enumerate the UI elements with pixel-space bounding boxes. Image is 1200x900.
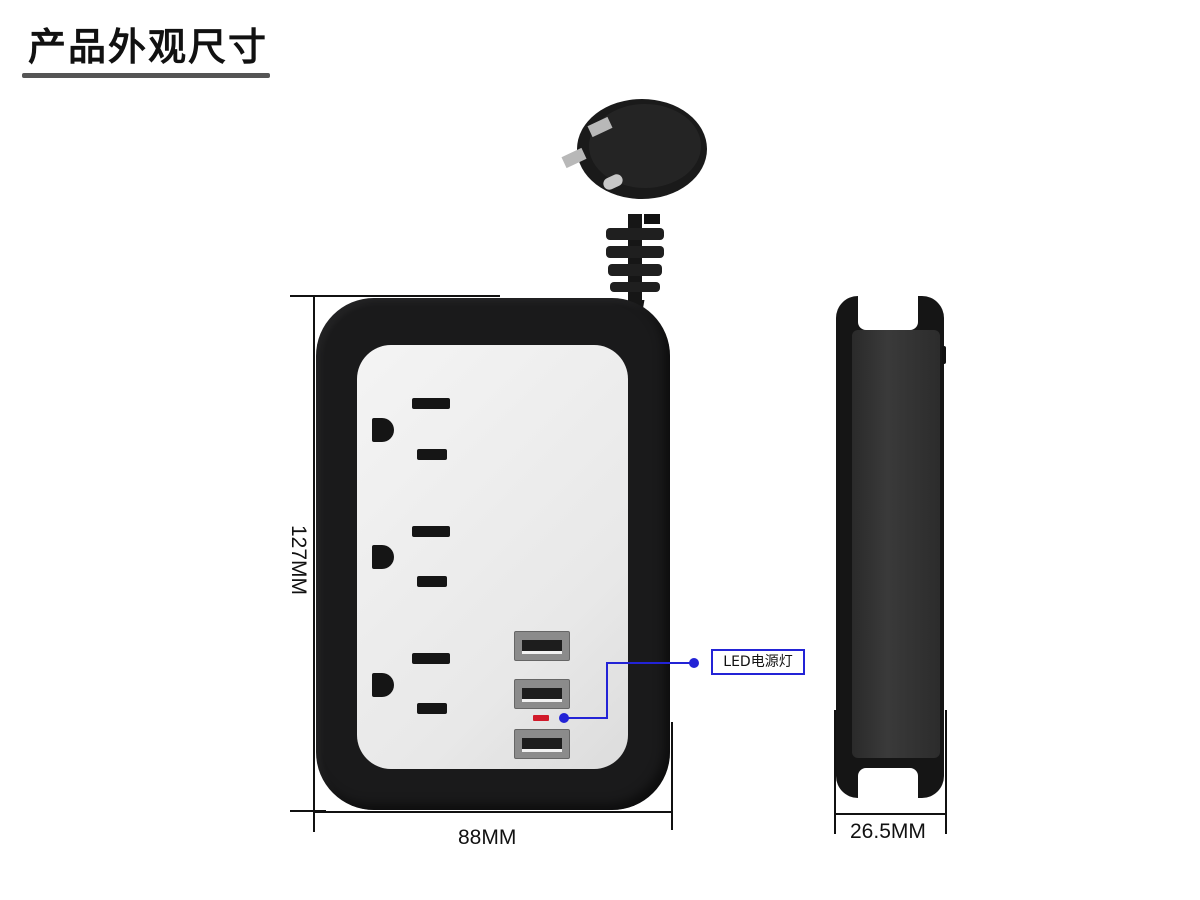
outlet-2-slot-top xyxy=(412,526,450,537)
width-dim-right-tick xyxy=(671,722,673,830)
outlet-3-slot-bottom xyxy=(417,703,447,714)
side-inner-panel xyxy=(852,330,940,758)
callout-line-h1 xyxy=(566,717,608,719)
callout-line-h2 xyxy=(606,662,694,664)
depth-dim-left-tick xyxy=(834,710,836,834)
callout-dot-label xyxy=(689,658,699,668)
height-dimension-label: 127MM xyxy=(287,524,310,596)
power-plug-icon xyxy=(561,99,707,224)
depth-dim-line xyxy=(835,813,947,815)
height-dim-bottom-tick xyxy=(290,810,326,812)
depth-dim-right-tick xyxy=(945,710,947,834)
title-underline xyxy=(22,73,270,78)
width-dimension-label: 88MM xyxy=(458,826,517,849)
outlet-3-slot-top xyxy=(412,653,450,664)
face-plate xyxy=(357,345,628,769)
side-top-notch xyxy=(858,296,918,330)
height-dim-top-tick xyxy=(290,295,500,297)
side-bottom-notch xyxy=(858,768,918,798)
led-callout-label: LED电源灯 xyxy=(711,649,805,675)
outlet-1-ground xyxy=(372,418,394,442)
height-dim-line xyxy=(313,296,315,832)
outlet-2-slot-bottom xyxy=(417,576,447,587)
side-button xyxy=(942,346,946,364)
width-dim-line xyxy=(313,811,673,813)
depth-dimension-label: 26.5MM xyxy=(850,820,926,843)
callout-line-v xyxy=(606,662,608,719)
callout-dot-led xyxy=(559,713,569,723)
outlet-3-ground xyxy=(372,673,394,697)
outlet-1-slot-top xyxy=(412,398,450,409)
outlet-2-ground xyxy=(372,545,394,569)
usb-port-3 xyxy=(514,729,570,759)
usb-port-1 xyxy=(514,631,570,661)
led-indicator xyxy=(533,715,549,721)
page-title: 产品外观尺寸 xyxy=(28,25,269,69)
usb-port-2 xyxy=(514,679,570,709)
outlet-1-slot-bottom xyxy=(417,449,447,460)
